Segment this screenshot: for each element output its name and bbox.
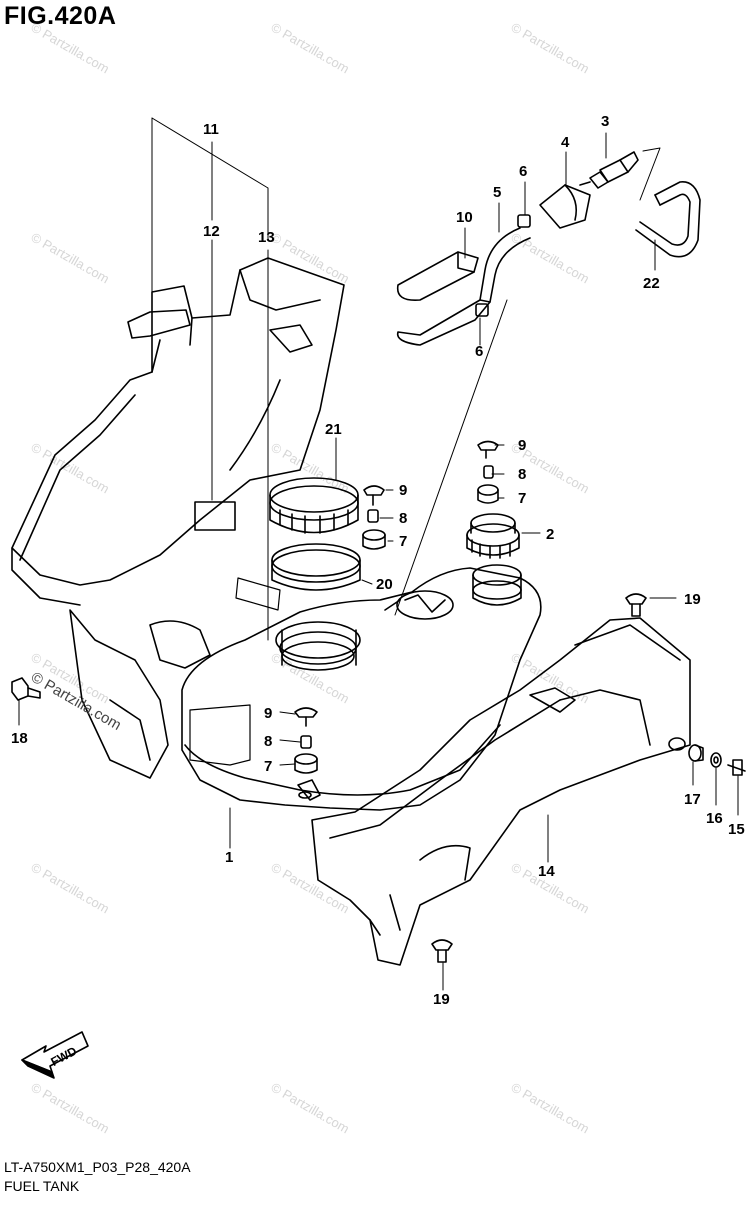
callout-14: 14 bbox=[538, 863, 555, 880]
bolt-part-18 bbox=[11, 677, 41, 701]
clip-part-19-upper bbox=[625, 593, 647, 617]
callout-8-lower: 8 bbox=[264, 733, 272, 750]
callout-8-mid: 8 bbox=[399, 510, 407, 527]
fastener-stack-lower bbox=[294, 707, 318, 774]
callout-1: 1 bbox=[225, 849, 233, 866]
clamp-part-6-upper bbox=[517, 214, 531, 228]
figure-title: FIG.420A bbox=[4, 2, 117, 30]
callout-15: 15 bbox=[728, 821, 745, 838]
vent-valve-part-3 bbox=[579, 151, 639, 189]
watermark-text: © Partzilla.com bbox=[269, 440, 352, 497]
cap-fasteners bbox=[477, 440, 499, 504]
callout-22: 22 bbox=[643, 275, 660, 292]
clamp-part-6-lower bbox=[475, 303, 489, 317]
callout-11: 11 bbox=[203, 121, 219, 138]
watermark-text: © Partzilla.com bbox=[269, 230, 352, 287]
callout-3: 3 bbox=[601, 113, 609, 130]
watermark-text: © Partzilla.com bbox=[509, 230, 592, 287]
callout-19-lower: 19 bbox=[433, 991, 450, 1008]
callout-9-cap: 9 bbox=[518, 437, 526, 454]
watermark-text: © Partzilla.com bbox=[29, 440, 112, 497]
callout-19-upper: 19 bbox=[684, 591, 701, 608]
callout-2: 2 bbox=[546, 526, 554, 543]
callout-6-lower: 6 bbox=[475, 343, 483, 360]
leader-lines bbox=[18, 117, 739, 991]
diagram-name: FUEL TANK bbox=[4, 1178, 80, 1194]
callout-7-lower: 7 bbox=[264, 758, 272, 775]
fuel-cap-part-2 bbox=[466, 513, 520, 559]
callout-4: 4 bbox=[561, 134, 570, 151]
callout-18: 18 bbox=[11, 730, 28, 747]
callout-6-upper: 6 bbox=[519, 163, 527, 180]
callout-13: 13 bbox=[258, 229, 275, 246]
watermark-text: © Partzilla.com bbox=[509, 20, 592, 77]
watermark-text: © Partzilla.com bbox=[269, 1080, 352, 1137]
watermark-text: © Partzilla.com bbox=[269, 20, 352, 77]
hose-part-10 bbox=[396, 251, 479, 302]
hose-part-22 bbox=[635, 181, 701, 258]
fastener-stack-upper bbox=[362, 485, 386, 550]
clip-part-19-lower bbox=[431, 939, 453, 963]
watermark-text: © Partzilla.com bbox=[509, 1080, 592, 1137]
watermark-text: © Partzilla.com bbox=[29, 1080, 112, 1137]
diagram-code: LT-A750XM1_P03_P28_420A bbox=[4, 1159, 191, 1175]
watermark-text: © Partzilla.com bbox=[29, 230, 112, 287]
callout-8-cap: 8 bbox=[518, 466, 526, 483]
callout-20: 20 bbox=[376, 576, 393, 593]
callout-9-mid: 9 bbox=[399, 482, 407, 499]
lock-ring-part-21 bbox=[269, 477, 359, 534]
watermark-text: © Partzilla.com bbox=[269, 860, 352, 917]
gasket-part-20 bbox=[271, 543, 361, 591]
hose-part-5 bbox=[396, 227, 531, 346]
callout-21: 21 bbox=[325, 421, 342, 438]
right-shroud-part-14 bbox=[311, 617, 691, 966]
fuel-tank-part-1 bbox=[181, 564, 542, 811]
watermark-text: © Partzilla.com bbox=[29, 860, 112, 917]
callout-17: 17 bbox=[684, 791, 701, 808]
callout-labels: 11 12 13 21 9 8 7 20 9 8 7 2 3 4 5 6 10 … bbox=[11, 113, 745, 1008]
callout-12: 12 bbox=[203, 223, 220, 240]
callout-10: 10 bbox=[456, 209, 473, 226]
fwd-arrow bbox=[21, 1031, 89, 1079]
mount-hardware-15-16-17 bbox=[688, 744, 746, 776]
callout-16: 16 bbox=[706, 810, 723, 827]
callout-7-cap: 7 bbox=[518, 490, 526, 507]
callout-5: 5 bbox=[493, 184, 501, 201]
left-shroud-part-13 bbox=[11, 257, 345, 779]
joint-part-4 bbox=[539, 184, 591, 229]
callout-7-mid: 7 bbox=[399, 533, 407, 550]
callout-9-lower: 9 bbox=[264, 705, 272, 722]
